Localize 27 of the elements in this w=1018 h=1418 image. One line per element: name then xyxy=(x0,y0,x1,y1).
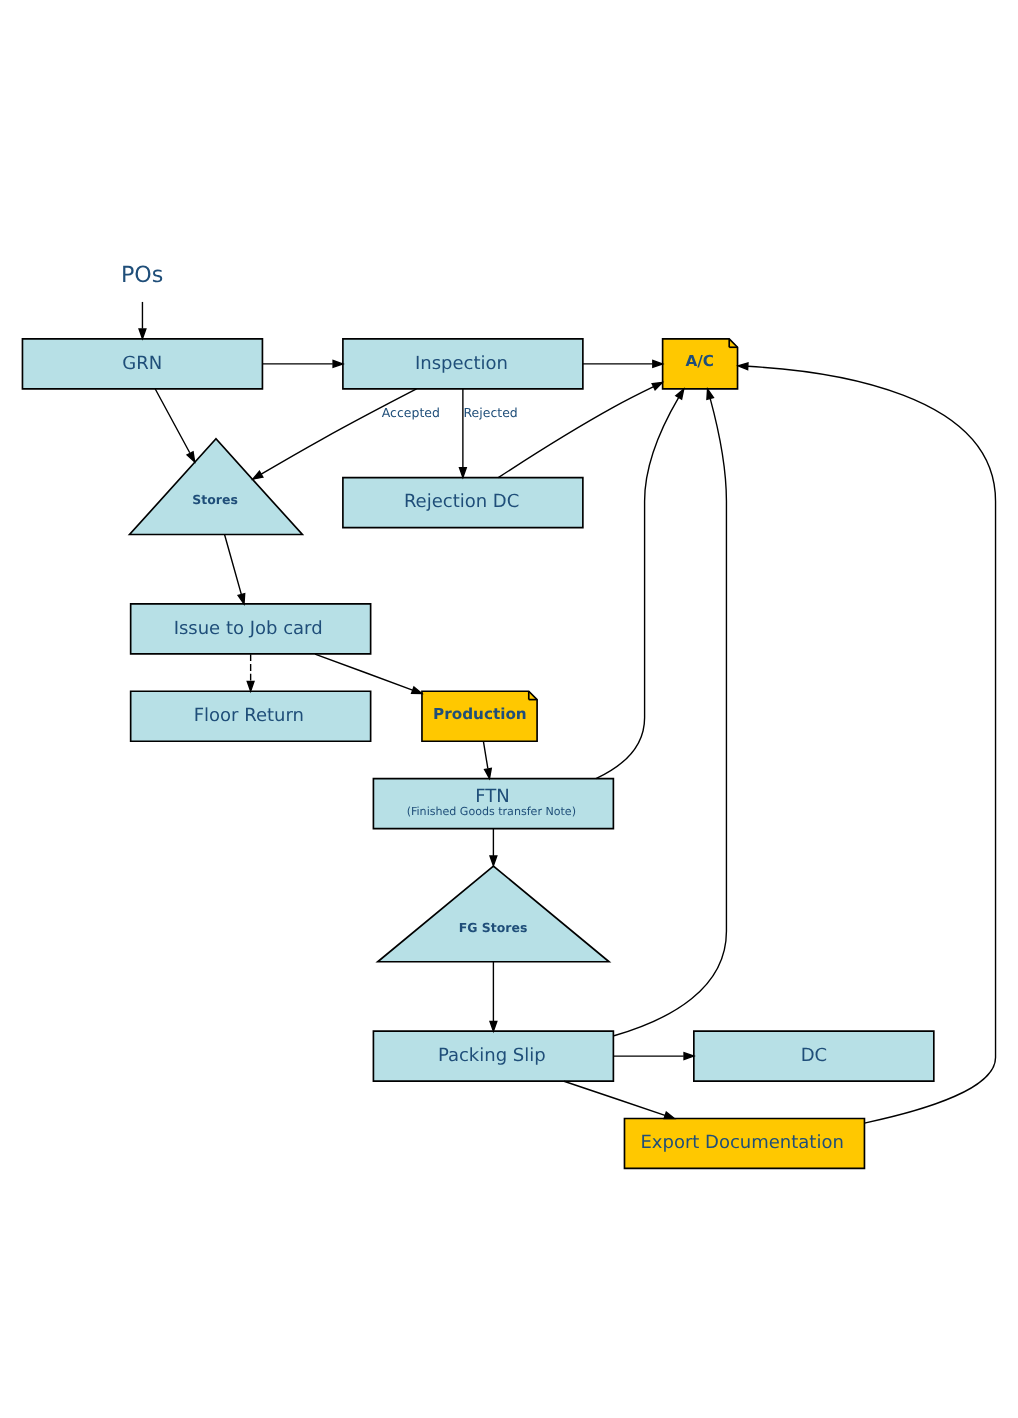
arrow xyxy=(489,960,498,1033)
arrow xyxy=(138,300,147,340)
arrow xyxy=(261,358,345,368)
node-box: Issue to Job card xyxy=(129,602,372,654)
node-box: Floor Return xyxy=(129,689,372,742)
node-box: Inspection xyxy=(342,337,584,389)
arrow xyxy=(497,380,665,478)
arrow xyxy=(154,387,196,463)
node-box: Rejection DC xyxy=(342,475,584,528)
arrow xyxy=(613,386,728,1036)
node-box: DC xyxy=(693,1029,935,1081)
node-box: Packing Slip xyxy=(372,1029,615,1081)
arrow xyxy=(482,739,493,780)
node-text: POs xyxy=(120,260,164,287)
arrow xyxy=(246,652,255,693)
arrow xyxy=(314,652,424,694)
arrow xyxy=(250,387,418,480)
arrow xyxy=(736,360,997,1123)
node-box: GRN xyxy=(21,337,264,389)
node-box: Export Documentation xyxy=(623,1116,866,1169)
arrow xyxy=(612,1050,696,1060)
arrow xyxy=(489,827,498,867)
arrow xyxy=(563,1079,677,1119)
arrow xyxy=(223,532,246,605)
arrow xyxy=(595,386,685,779)
arrow xyxy=(458,387,468,479)
arrow xyxy=(582,358,665,368)
